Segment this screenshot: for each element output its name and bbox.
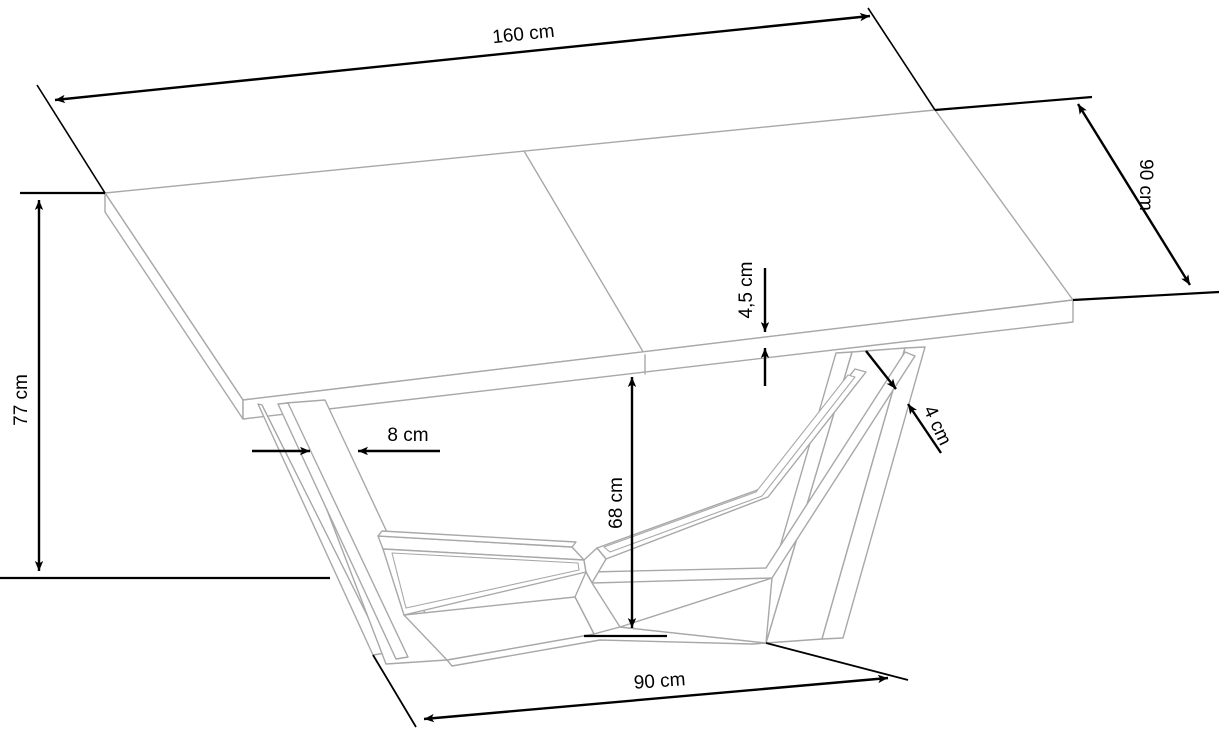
base-brace-left-lower-inner <box>391 552 580 609</box>
dimension-label-77: 77 cm <box>11 374 32 426</box>
table-top-edge-front <box>242 299 1074 420</box>
dimension-height-77 <box>0 191 330 580</box>
dimension-width-90 <box>934 95 1219 302</box>
dimension-label-8: 8 cm <box>387 425 428 446</box>
dimension-label-90-depth: 90 cm <box>633 669 686 694</box>
dimension-base-depth-90 <box>372 642 909 728</box>
base-leg-right-side <box>821 346 926 640</box>
dimension-label-90-width: 90 cm <box>1135 159 1156 211</box>
dimension-length-160 <box>36 7 936 194</box>
dimension-label-160: 160 cm <box>491 21 555 48</box>
dimension-labels: 160 cm 90 cm 77 cm 4,5 cm 8 cm 68 cm 4 c… <box>11 21 1156 694</box>
dimension-clearance-68 <box>584 377 667 638</box>
table-top-surface <box>104 109 1074 401</box>
base-brace-right-upper-inner <box>603 374 856 553</box>
base-leg-left-inner-edge <box>277 402 409 660</box>
base-floor-rail <box>446 626 767 667</box>
dimension-label-45: 4,5 cm <box>736 261 757 318</box>
dimension-layer <box>0 7 1219 728</box>
dimension-label-4: 4 cm <box>919 403 955 449</box>
base-brace-left-upper-top <box>377 530 577 548</box>
base-floor-rail-top <box>403 596 595 661</box>
dimension-leg-thickness-4 <box>865 350 942 454</box>
table-object <box>104 109 1074 667</box>
dimension-label-68: 68 cm <box>606 477 627 529</box>
base-floor-rail-right <box>619 577 773 644</box>
base-center-hub <box>583 547 607 584</box>
